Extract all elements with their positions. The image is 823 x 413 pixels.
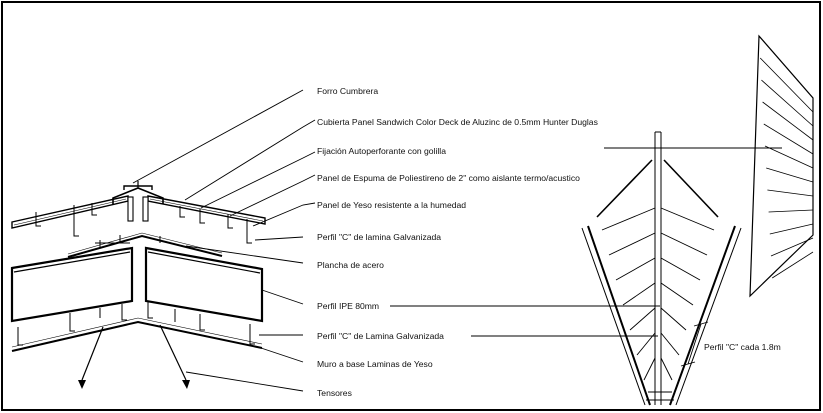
label-muro-yeso: Muro a base Laminas de Yeso bbox=[317, 359, 433, 369]
label-perfil-ipe: Perfil IPE 80mm bbox=[317, 301, 379, 311]
label-panel-espuma: Panel de Espuma de Poliestireno de 2" co… bbox=[317, 173, 580, 183]
roof-panel bbox=[11, 195, 266, 229]
gypsum-ceiling bbox=[11, 317, 263, 352]
tie-rods bbox=[78, 324, 190, 389]
label-forro-cumbrera: Forro Cumbrera bbox=[317, 86, 378, 96]
label-perfil-c-lamina-top: Perfil "C" de lamina Galvanizada bbox=[317, 232, 441, 242]
ipe-beams bbox=[10, 246, 264, 323]
label-perfil-c-lamina-bottom: Perfil "C" de Lamina Galvanizada bbox=[317, 331, 444, 341]
label-perfil-c-cada: Perfil "C" cada 1.8m bbox=[704, 342, 781, 352]
label-fijacion: Fijación Autoperforante con golilla bbox=[317, 146, 446, 156]
v-truss bbox=[581, 131, 742, 406]
lower-c-profiles bbox=[17, 302, 255, 346]
label-cubierta-panel: Cubierta Panel Sandwich Color Deck de Al… bbox=[317, 117, 598, 127]
label-plancha-acero: Plancha de acero bbox=[317, 260, 384, 270]
v-ridge-structure bbox=[581, 34, 814, 406]
annotation-labels: Forro Cumbrera Cubierta Panel Sandwich C… bbox=[317, 86, 781, 398]
wall-hatch bbox=[749, 34, 814, 298]
steel-plate bbox=[67, 232, 223, 258]
spacing-dimension bbox=[680, 321, 709, 367]
leader-lines bbox=[132, 89, 782, 392]
label-panel-yeso: Panel de Yeso resistente a la humedad bbox=[317, 200, 466, 210]
ridge-section-detail bbox=[10, 181, 266, 389]
self-drilling-fasteners bbox=[35, 203, 252, 244]
ridge-cap bbox=[112, 181, 164, 222]
label-tensores: Tensores bbox=[317, 388, 352, 398]
